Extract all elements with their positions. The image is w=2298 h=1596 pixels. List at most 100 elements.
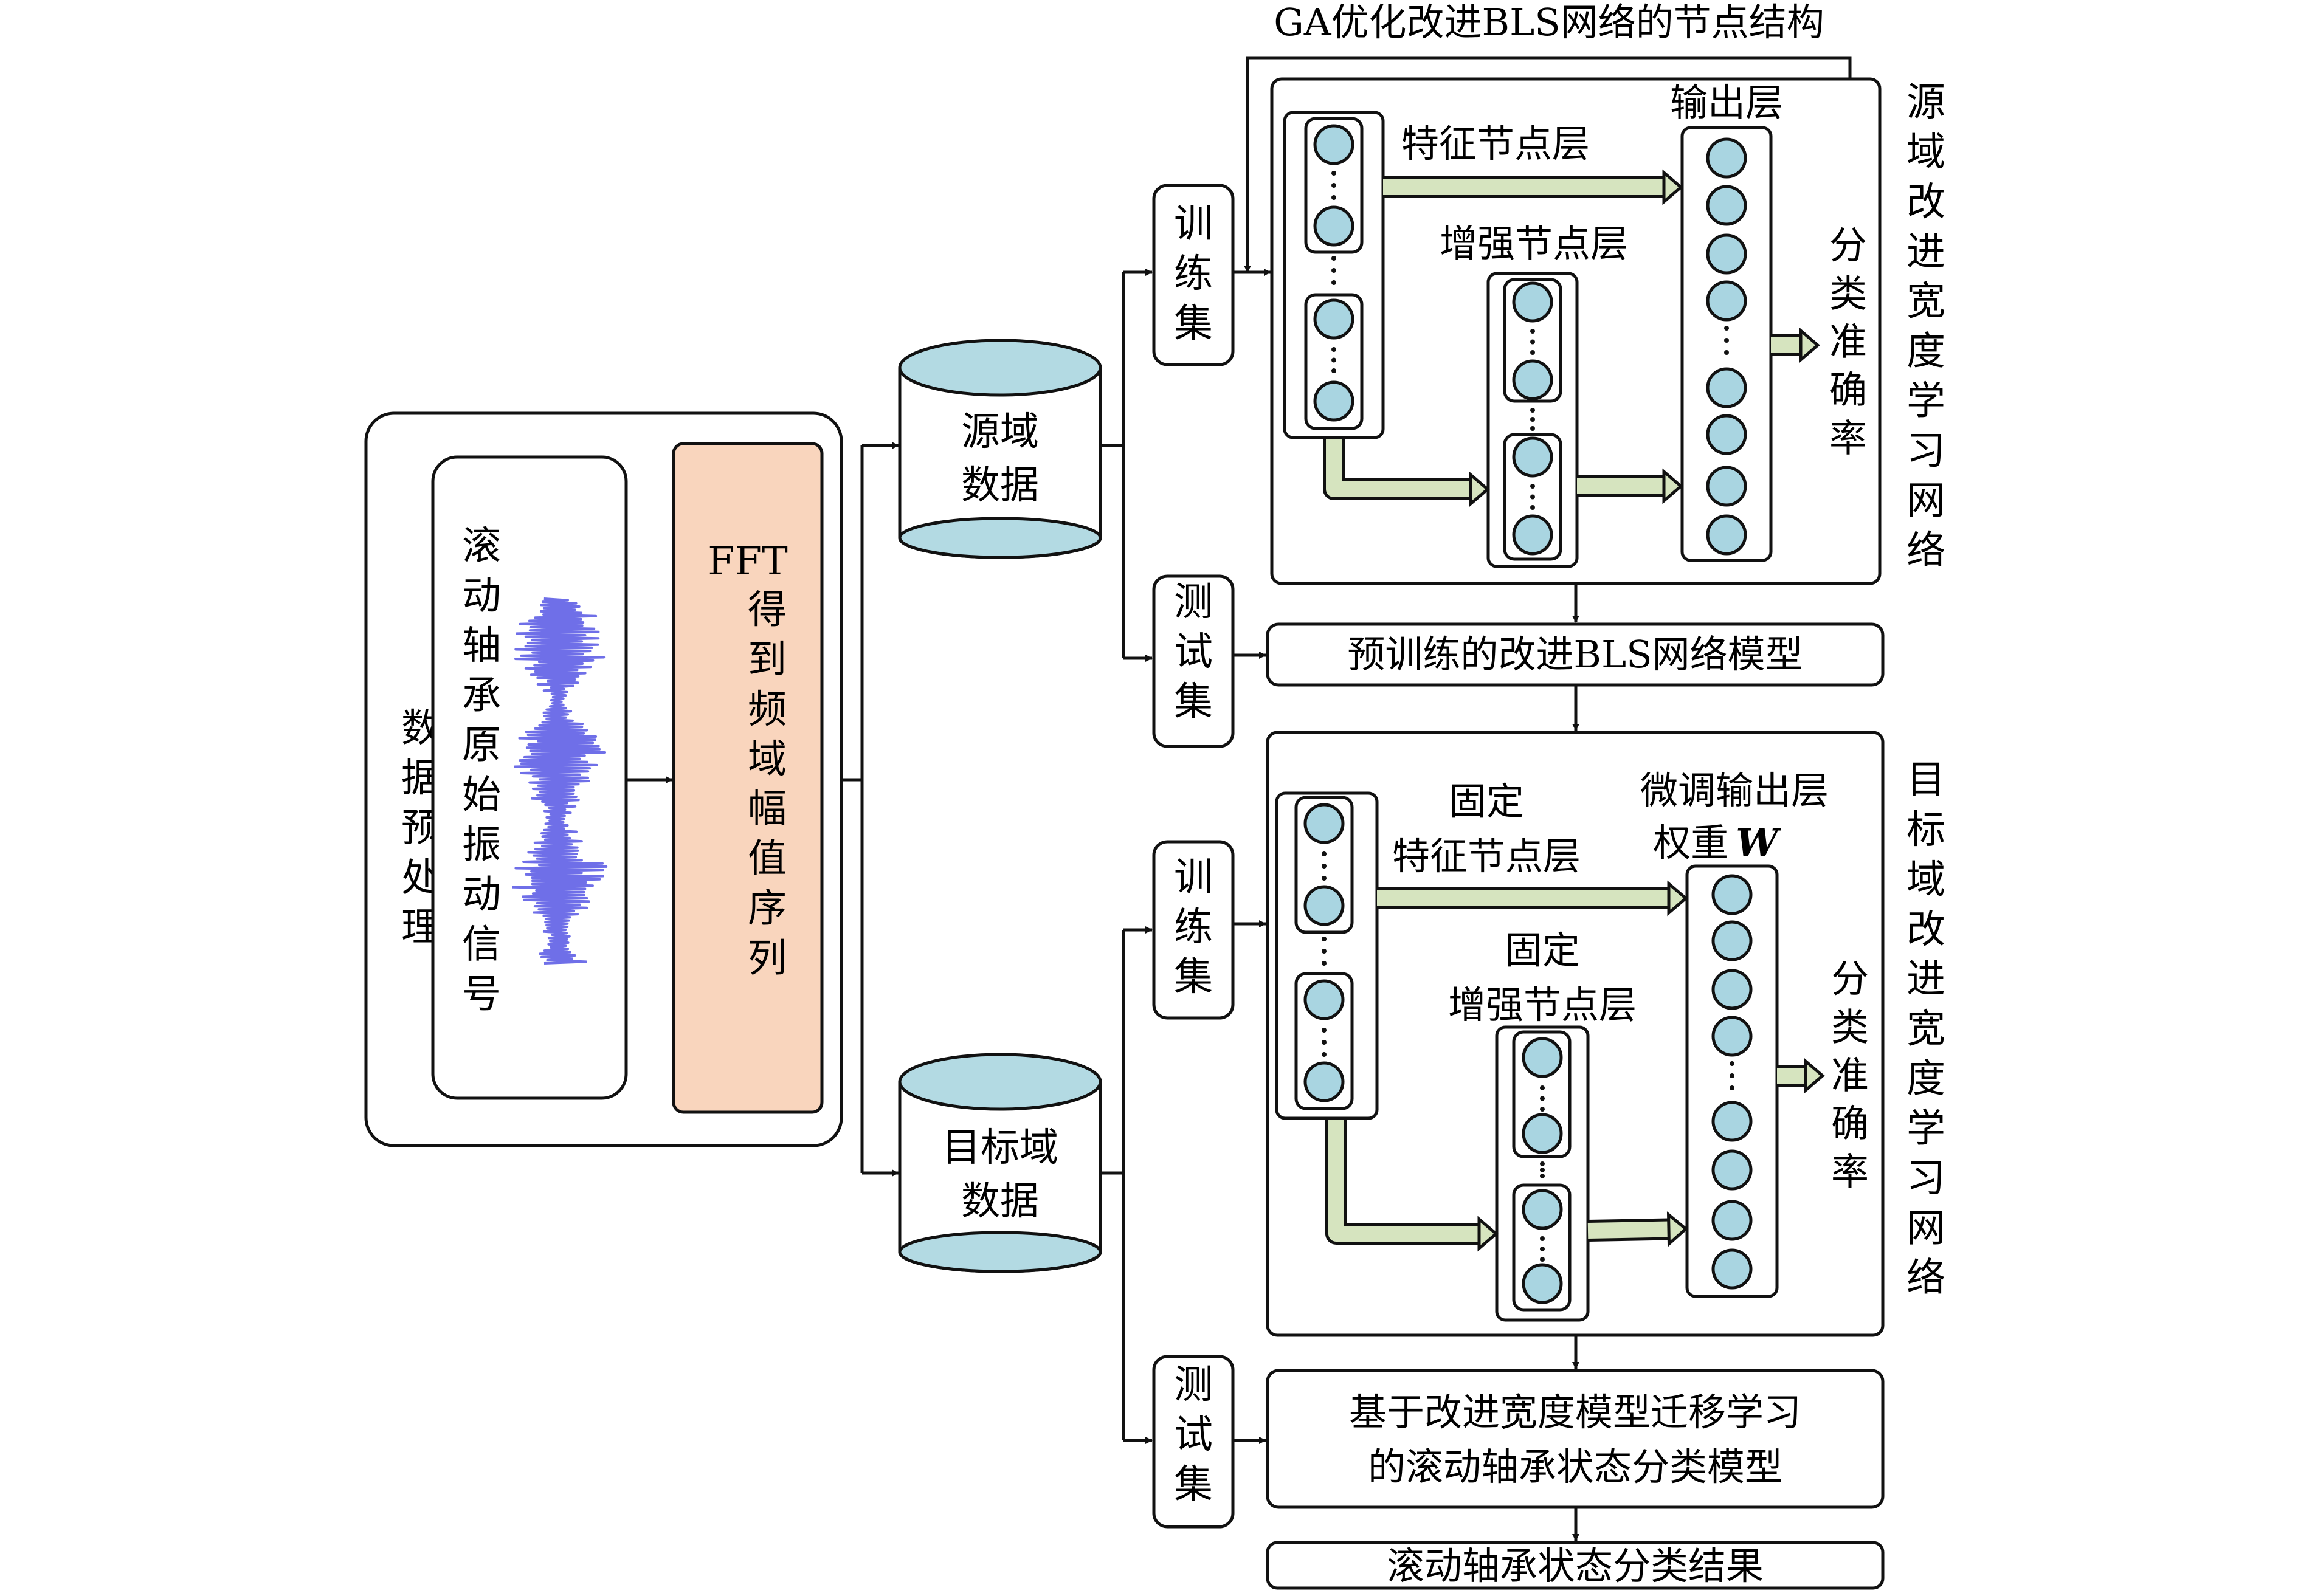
source-enhance-to-output-arrow-head (1662, 468, 1683, 504)
target-fixed-enhance-line1: 固定 (1505, 928, 1580, 972)
target-feature-node (1303, 885, 1345, 926)
source-db-line1: 源域 (961, 410, 1039, 455)
fft-label-prefix: FFT (708, 539, 788, 584)
target-output-to-accuracy-arrow-head (1804, 1058, 1825, 1094)
target-feature-ellipsis (1322, 1040, 1327, 1045)
target-enhance-ellipsis (1540, 1107, 1545, 1112)
target-output-node (1711, 1149, 1753, 1191)
target-feature-ellipsis (1322, 1028, 1327, 1033)
source-feature-ellipsis (1331, 195, 1336, 200)
source-enhance-ellipsis (1530, 350, 1535, 355)
source-output-node (1706, 514, 1747, 556)
target-enhance-ellipsis (1540, 1085, 1545, 1090)
fft-box (672, 442, 824, 1114)
source-feature-node (1313, 124, 1354, 165)
target-output-ellipsis (1730, 1061, 1734, 1066)
target-fixed-enhance-line2: 增强节点层 (1448, 983, 1637, 1027)
source-output-node (1706, 414, 1747, 455)
source-enhance-node (1512, 514, 1553, 556)
source-feature-to-enhance-arrow-head (1469, 471, 1490, 507)
target-feature-to-output-arrow-head (1667, 880, 1688, 917)
pretrained-model-label: 预训练的改进BLS网络模型 (1347, 632, 1803, 676)
source-feature-ellipsis (1331, 171, 1336, 176)
target-output-node (1711, 1016, 1753, 1057)
target-output-node (1711, 920, 1753, 961)
target-test-label: 测试集 (1174, 1363, 1213, 1507)
target-enhance-ellipsis (1540, 1236, 1545, 1241)
target-feature-ellipsis (1322, 937, 1327, 941)
target-output-node (1711, 1248, 1753, 1290)
source-enhance-node (1512, 359, 1553, 401)
source-enhance-ellipsis (1530, 494, 1535, 500)
target-enhance-ellipsis (1540, 1247, 1545, 1251)
target-accuracy-label: 分类准确率 (1831, 957, 1869, 1194)
transfer-model-line2: 的滚动轴承状态分类模型 (1368, 1445, 1782, 1489)
source-output-node (1706, 233, 1747, 275)
target-enhance-ellipsis (1540, 1174, 1545, 1178)
fft-label-rest: 得到频域幅值序列 (748, 588, 787, 981)
source-feature-node (1313, 380, 1354, 422)
source-feature-ellipsis (1331, 280, 1336, 285)
target-enhance-ellipsis (1540, 1161, 1545, 1166)
source-feature-to-enhance-arrow-body (1326, 439, 1471, 497)
source-test-label: 测试集 (1174, 580, 1213, 724)
target-output-ellipsis (1730, 1085, 1734, 1090)
target-db-line1: 目标域 (942, 1126, 1058, 1171)
target-finetune-line1: 微调输出层 (1640, 768, 1829, 813)
target-feature-to-enhance-arrow-body (1328, 1120, 1479, 1242)
source-output-node (1706, 280, 1747, 322)
ga-label: GA优化改进BLS网络的节点结构 (1274, 0, 1824, 44)
source-train-box (1152, 184, 1235, 366)
source-feature-ellipsis (1331, 347, 1336, 352)
source-enhance-ellipsis (1530, 484, 1535, 489)
target-feature-node (1303, 803, 1345, 844)
target-feature-to-enhance-arrow-head (1477, 1216, 1499, 1252)
target-enhance-ellipsis (1540, 1168, 1545, 1172)
target-output-node (1711, 1101, 1753, 1142)
source-enhance-ellipsis (1530, 417, 1535, 422)
source-enhance-ellipsis (1530, 329, 1535, 334)
raw-signal-label: 滚动轴承原始振动信号 (462, 524, 501, 1017)
target-network-side-title: 目标域改进宽度学习网络 (1906, 758, 1945, 1301)
target-feature-ellipsis (1322, 961, 1327, 966)
source-enhance-ellipsis (1530, 505, 1535, 510)
source-feature-node (1313, 298, 1354, 340)
target-feature-ellipsis (1322, 1052, 1327, 1057)
source-output-to-accuracy-arrow-head (1799, 327, 1820, 363)
source-enhance-ellipsis (1530, 426, 1535, 431)
source-feature-layer-label: 特征节点层 (1401, 122, 1590, 166)
target-fixed-feature-line1: 固定 (1449, 779, 1524, 824)
source-enhance-ellipsis (1530, 408, 1535, 413)
source-enhance-ellipsis (1530, 339, 1535, 345)
transfer-model-line1: 基于改进宽度模型迁移学习 (1349, 1390, 1801, 1434)
source-output-node (1706, 137, 1747, 179)
target-feature-ellipsis (1322, 864, 1327, 869)
target-feature-node (1303, 1061, 1345, 1102)
source-test-box (1152, 574, 1235, 748)
target-output-node (1711, 874, 1753, 915)
target-enhance-node (1522, 1037, 1563, 1078)
source-enhance-layer-label: 增强节点层 (1440, 221, 1628, 266)
source-output-layer-label: 输出层 (1670, 80, 1783, 125)
source-enhance-node (1512, 436, 1553, 478)
source-feature-to-output-arrow-head (1662, 169, 1683, 205)
vibration-signal-waveform (512, 597, 608, 965)
target-feature-ellipsis (1322, 876, 1327, 881)
source-output-ellipsis (1724, 326, 1729, 331)
source-output-node (1706, 466, 1747, 507)
target-train-label: 训练集 (1174, 855, 1213, 1000)
source-feature-ellipsis (1331, 256, 1336, 261)
target-feature-node (1303, 979, 1345, 1020)
source-output-node (1706, 367, 1747, 408)
target-enhance-to-output-arrow-head (1666, 1211, 1688, 1248)
target-output-ellipsis (1730, 1073, 1734, 1078)
source-database: 源域 数据 (898, 339, 1102, 559)
source-feature-node (1313, 205, 1354, 247)
target-enhance-node (1522, 1189, 1563, 1230)
source-output-node (1706, 185, 1747, 226)
target-enhance-ellipsis (1540, 1096, 1545, 1101)
target-train-box (1152, 840, 1235, 1020)
source-db-line2: 数据 (961, 463, 1039, 508)
source-feature-ellipsis (1331, 268, 1336, 273)
